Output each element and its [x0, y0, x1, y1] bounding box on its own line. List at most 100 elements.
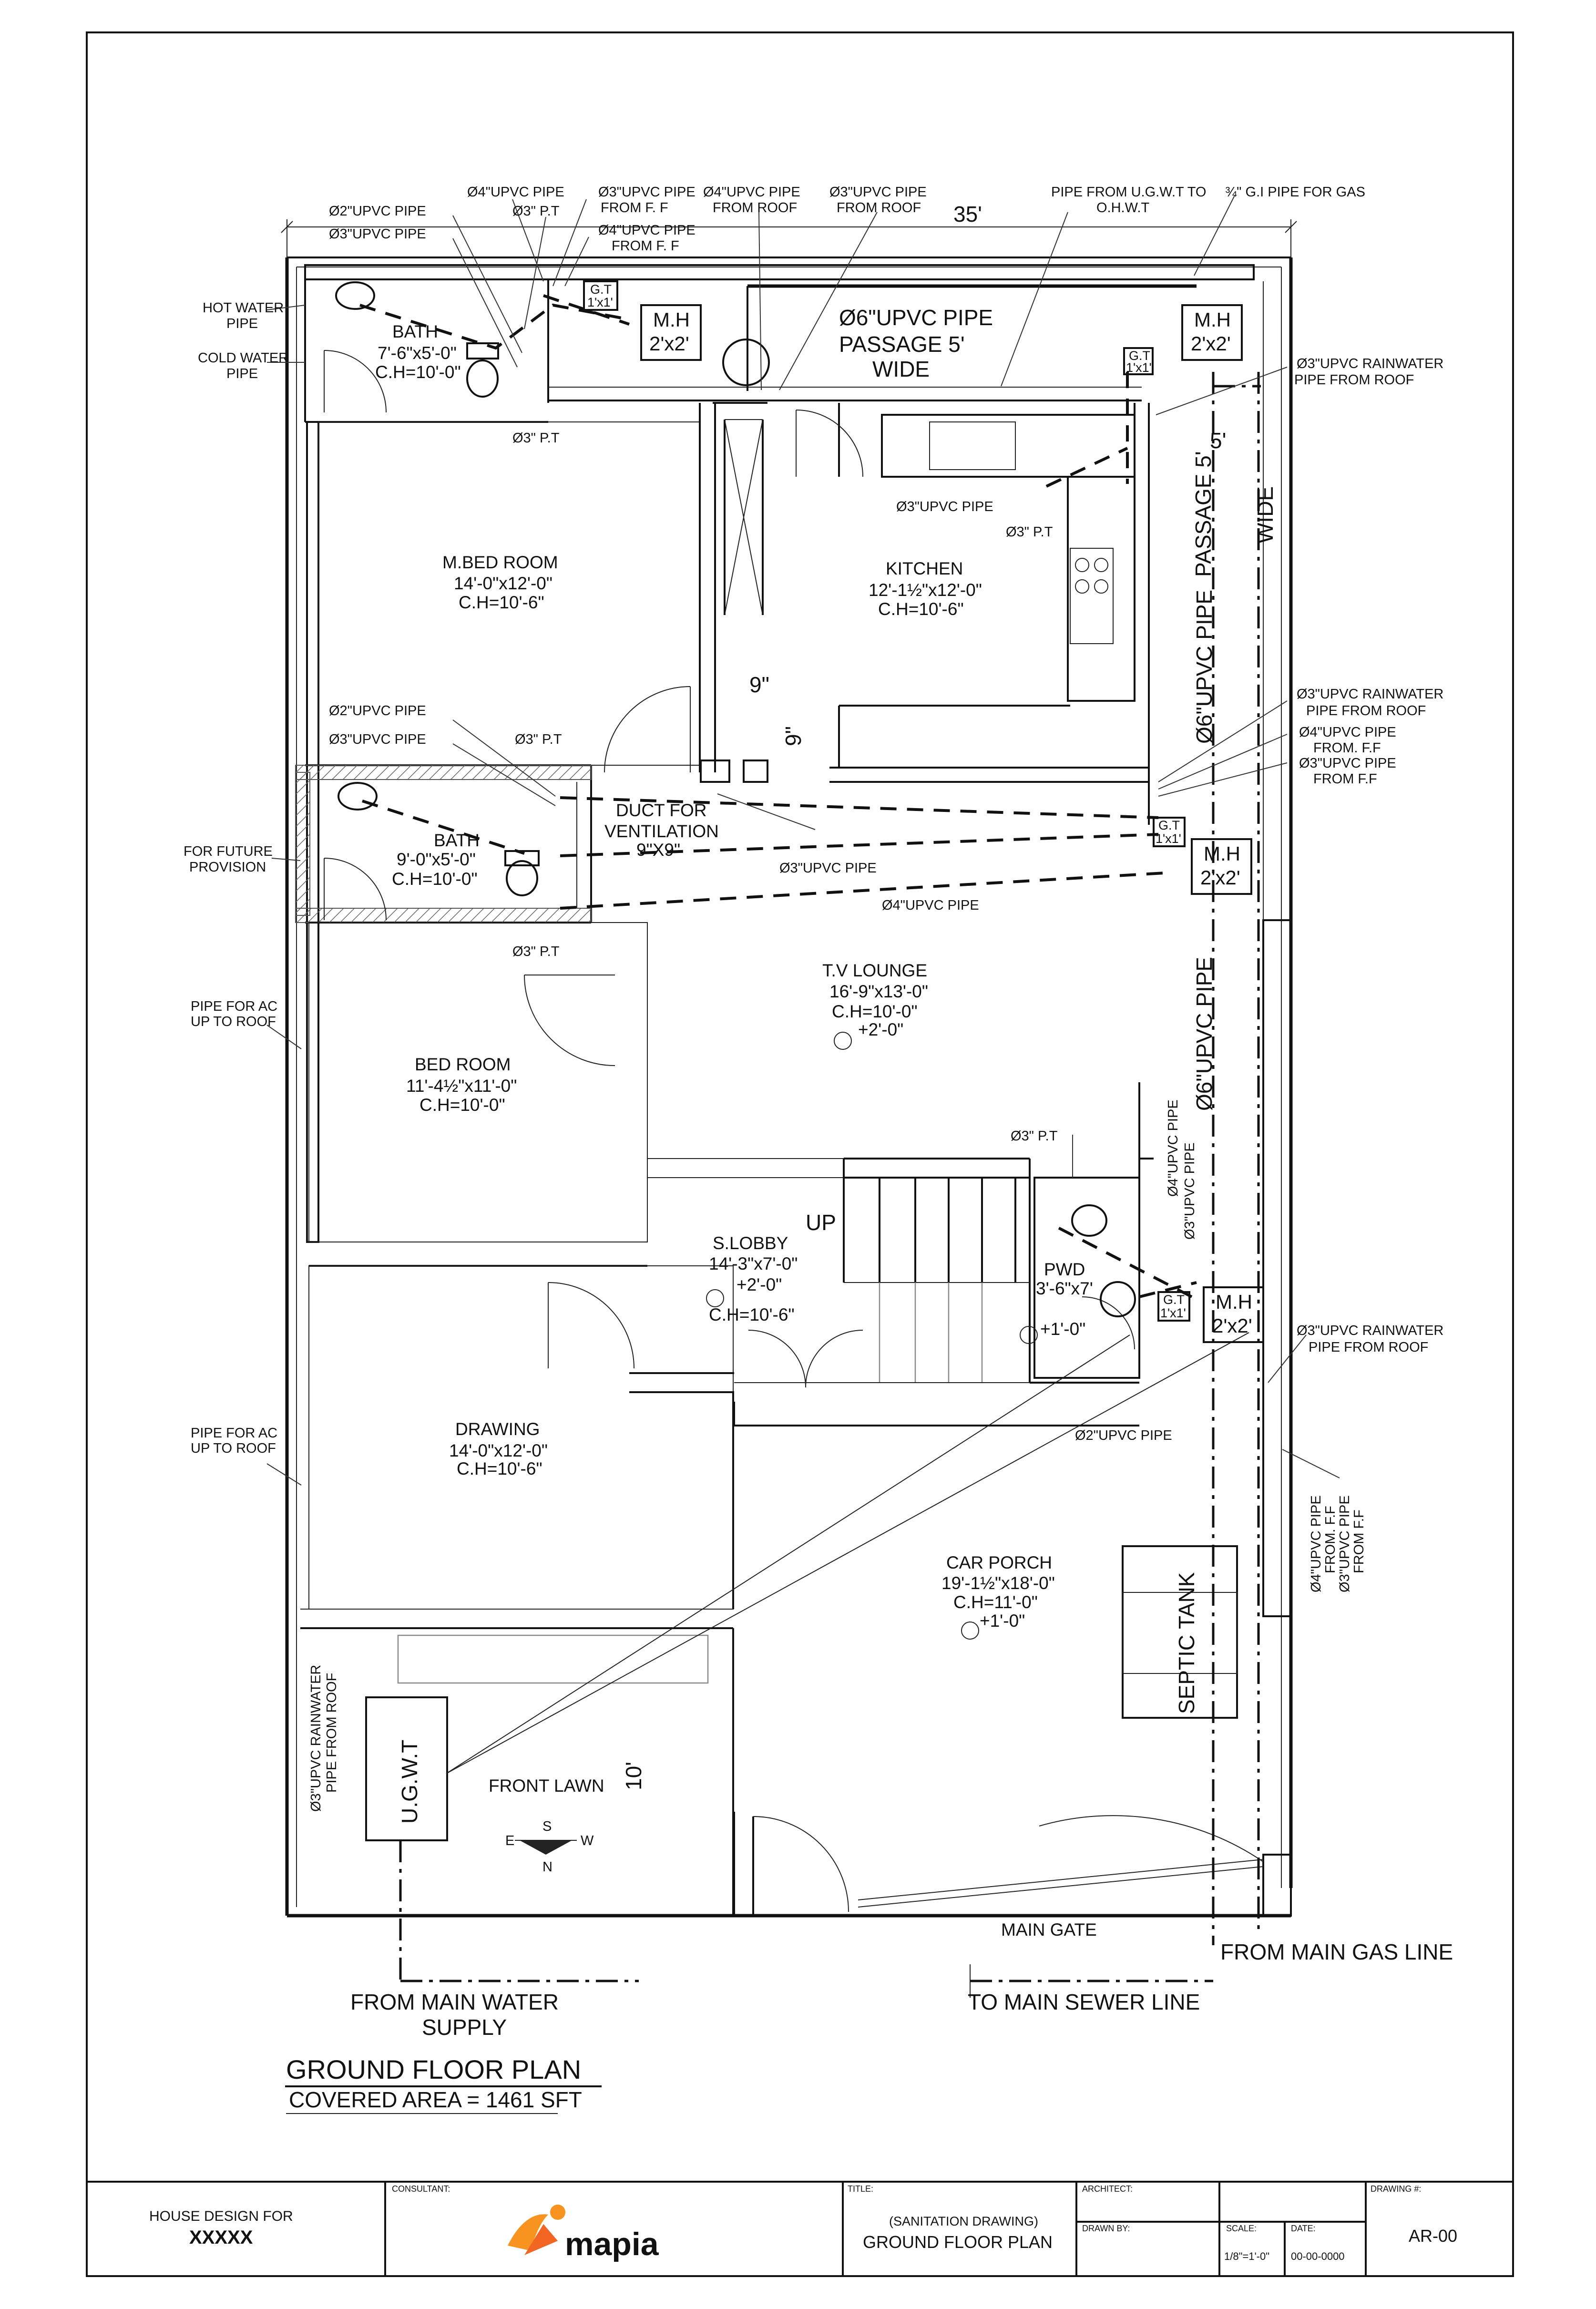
svg-text:Ø4"UPVC PIPE: Ø4"UPVC PIPE: [467, 185, 564, 200]
svg-text:G.T: G.T: [1163, 1293, 1185, 1307]
date-label: DATE:: [1291, 2224, 1316, 2233]
svg-text:Ø3"UPVC PIPE: Ø3"UPVC PIPE: [329, 732, 426, 747]
front-dimension: 10': [621, 1762, 646, 1790]
main-gate-label: MAIN GATE: [1001, 1920, 1097, 1940]
svg-text:PASSAGE 5': PASSAGE 5': [839, 332, 965, 357]
level-markers: [706, 1032, 1038, 1640]
svg-text:+1'-0": +1'-0": [1040, 1319, 1085, 1339]
scale-value: 1/8"=1'-0": [1224, 2250, 1269, 2262]
client-name: XXXXX: [189, 2227, 253, 2248]
drawing-number: AR-00: [1409, 2226, 1457, 2246]
gully-trap-4: G.T 1'x1': [1160, 1293, 1186, 1320]
svg-text:Ø3" P.T: Ø3" P.T: [1011, 1129, 1058, 1144]
drawing-number-label: DRAWING #:: [1371, 2184, 1421, 2194]
house-design-for: HOUSE DESIGN FOR: [149, 2208, 293, 2224]
svg-text:PIPE FROM ROOF: PIPE FROM ROOF: [324, 1673, 339, 1793]
side-pipe-label-a: Ø6"UPVC PIPE: [1192, 590, 1217, 744]
svg-text:3'-6"x7': 3'-6"x7': [1036, 1279, 1093, 1298]
svg-text:C.H=10'-0": C.H=10'-0": [419, 1095, 505, 1115]
gully-trap-3: G.T 1'x1': [1156, 818, 1181, 846]
sheet-border: [86, 31, 1514, 2277]
svg-text:2'x2': 2'x2': [1200, 866, 1240, 889]
passage-top-label: Ø6"UPVC PIPE PASSAGE 5' WIDE: [839, 305, 993, 381]
svg-text:Ø3" P.T: Ø3" P.T: [512, 944, 560, 959]
svg-text:C.H=11'-0": C.H=11'-0": [953, 1592, 1038, 1612]
svg-text:FROM F.F: FROM F.F: [1351, 1509, 1367, 1573]
svg-text:Ø2"UPVC PIPE: Ø2"UPVC PIPE: [1075, 1428, 1172, 1443]
svg-text:E: E: [505, 1833, 514, 1848]
svg-text:PROVISION: PROVISION: [189, 860, 266, 875]
svg-text:1'x1': 1'x1': [1156, 831, 1181, 846]
svg-text:UP TO ROOF: UP TO ROOF: [191, 1441, 276, 1456]
svg-text:PIPE FROM ROOF: PIPE FROM ROOF: [1294, 372, 1414, 388]
svg-text:M.H: M.H: [1194, 308, 1231, 331]
svg-text:Ø4"UPVC PIPE: Ø4"UPVC PIPE: [703, 185, 800, 200]
covered-area: COVERED AREA = 1461 SFT: [289, 2087, 582, 2112]
svg-text:FROM. F.F: FROM. F.F: [1313, 740, 1381, 756]
plumbing-notes: Ø4"UPVC PIPE Ø3" P.T Ø3"UPVC PIPE FROM F…: [184, 185, 1443, 1812]
svg-text:FROM ROOF: FROM ROOF: [713, 200, 797, 216]
svg-text:PWD: PWD: [1044, 1260, 1085, 1279]
gully-trap-2: G.T 1'x1': [1126, 349, 1152, 375]
svg-text:FROM ROOF: FROM ROOF: [837, 200, 921, 216]
kitchen-label: KITCHEN 12'-1½"x12'-0" C.H=10'-6": [869, 559, 982, 619]
svg-text:PIPE FROM ROOF: PIPE FROM ROOF: [1306, 703, 1426, 718]
svg-text:Ø3"UPVC PIPE: Ø3"UPVC PIPE: [1182, 1142, 1197, 1240]
svg-text:Ø6"UPVC PIPE: Ø6"UPVC PIPE: [839, 305, 993, 330]
compass-rose: [515, 1840, 577, 1855]
svg-text:VENTILATION: VENTILATION: [604, 821, 719, 841]
svg-text:PIPE FOR AC: PIPE FOR AC: [191, 1426, 277, 1441]
duct-dimension-a: 9": [749, 672, 769, 697]
service-lines-captions: FROM MAIN WATER SUPPLY TO MAIN SEWER LIN…: [350, 1940, 1453, 2040]
svg-text:Ø3" P.T: Ø3" P.T: [515, 732, 562, 747]
bath2-label: BATH 9'-0"x5'-0" C.H=10'-0": [392, 831, 480, 889]
manhole-1: M.H 2'x2': [649, 308, 690, 355]
duct-label: DUCT FOR VENTILATION 9"X9": [604, 800, 719, 860]
scale-label: SCALE:: [1226, 2224, 1257, 2233]
svg-text:C.H=10'-0": C.H=10'-0": [832, 1002, 918, 1021]
fixtures: [335, 281, 1238, 1841]
svg-text:7'-6"x5'-0": 7'-6"x5'-0": [378, 343, 457, 363]
svg-text:Ø2"UPVC PIPE: Ø2"UPVC PIPE: [329, 204, 426, 219]
drawing-room-label: DRAWING 14'-0"x12'-0" C.H=10'-6": [449, 1419, 548, 1478]
svg-text:BATH: BATH: [434, 831, 480, 850]
svg-text:DRAWING: DRAWING: [455, 1419, 540, 1439]
drawn-by-label: DRAWN BY:: [1082, 2224, 1130, 2233]
front-lawn-label: FRONT LAWN: [489, 1776, 604, 1796]
svg-text:PIPE FOR AC: PIPE FOR AC: [191, 999, 277, 1014]
mapia-logo: mapia: [508, 2205, 659, 2262]
svg-text:M.BED ROOM: M.BED ROOM: [442, 553, 558, 572]
passage-side-label: PASSAGE 5' WIDE: [1191, 451, 1278, 577]
plan-title: GROUND FLOOR PLAN: [286, 2054, 581, 2084]
svg-text:Ø3" P.T: Ø3" P.T: [512, 204, 560, 219]
svg-text:Ø4"UPVC PIPE: Ø4"UPVC PIPE: [1166, 1099, 1181, 1197]
svg-text:14'-0"x12'-0": 14'-0"x12'-0": [449, 1441, 548, 1460]
svg-text:Ø4"UPVC PIPE: Ø4"UPVC PIPE: [1299, 725, 1396, 740]
svg-text:PASSAGE 5': PASSAGE 5': [1191, 451, 1216, 577]
svg-text:FROM MAIN GAS LINE: FROM MAIN GAS LINE: [1220, 1940, 1453, 1964]
svg-text:Ø3"UPVC PIPE: Ø3"UPVC PIPE: [1299, 756, 1396, 771]
svg-text:BED ROOM: BED ROOM: [415, 1055, 511, 1074]
door-swings: [324, 350, 1264, 1862]
svg-text:G.T: G.T: [590, 282, 612, 297]
svg-text:+1'-0": +1'-0": [980, 1611, 1025, 1631]
svg-text:14'-3"x7'-0": 14'-3"x7'-0": [709, 1254, 798, 1273]
svg-text:Ø3"UPVC PIPE: Ø3"UPVC PIPE: [779, 861, 877, 876]
svg-text:O.H.W.T: O.H.W.T: [1096, 200, 1149, 216]
svg-text:BATH: BATH: [392, 322, 438, 341]
svg-text:T.V LOUNGE: T.V LOUNGE: [822, 961, 927, 980]
svg-text:FROM MAIN WATER: FROM MAIN WATER: [350, 1990, 559, 2014]
svg-text:G.T: G.T: [1129, 349, 1150, 363]
manhole-3: M.H 2'x2': [1200, 842, 1240, 889]
svg-text:¾" G.I PIPE FOR GAS: ¾" G.I PIPE FOR GAS: [1225, 185, 1365, 200]
title-block: HOUSE DESIGN FOR XXXXX CONSULTANT: mapia…: [87, 2181, 1513, 2276]
svg-text:11'-4½"x11'-0": 11'-4½"x11'-0": [406, 1076, 517, 1096]
svg-text:2'x2': 2'x2': [1191, 332, 1231, 355]
svg-text:Ø3"UPVC PIPE: Ø3"UPVC PIPE: [1337, 1495, 1352, 1592]
svg-text:+2'-0": +2'-0": [858, 1020, 903, 1039]
septic-tank-label: SEPTIC TANK: [1174, 1572, 1199, 1714]
svg-text:12'-1½"x12'-0": 12'-1½"x12'-0": [869, 580, 982, 600]
svg-text:1'x1': 1'x1': [1160, 1306, 1186, 1320]
svg-text:Ø3" P.T: Ø3" P.T: [1006, 524, 1053, 540]
